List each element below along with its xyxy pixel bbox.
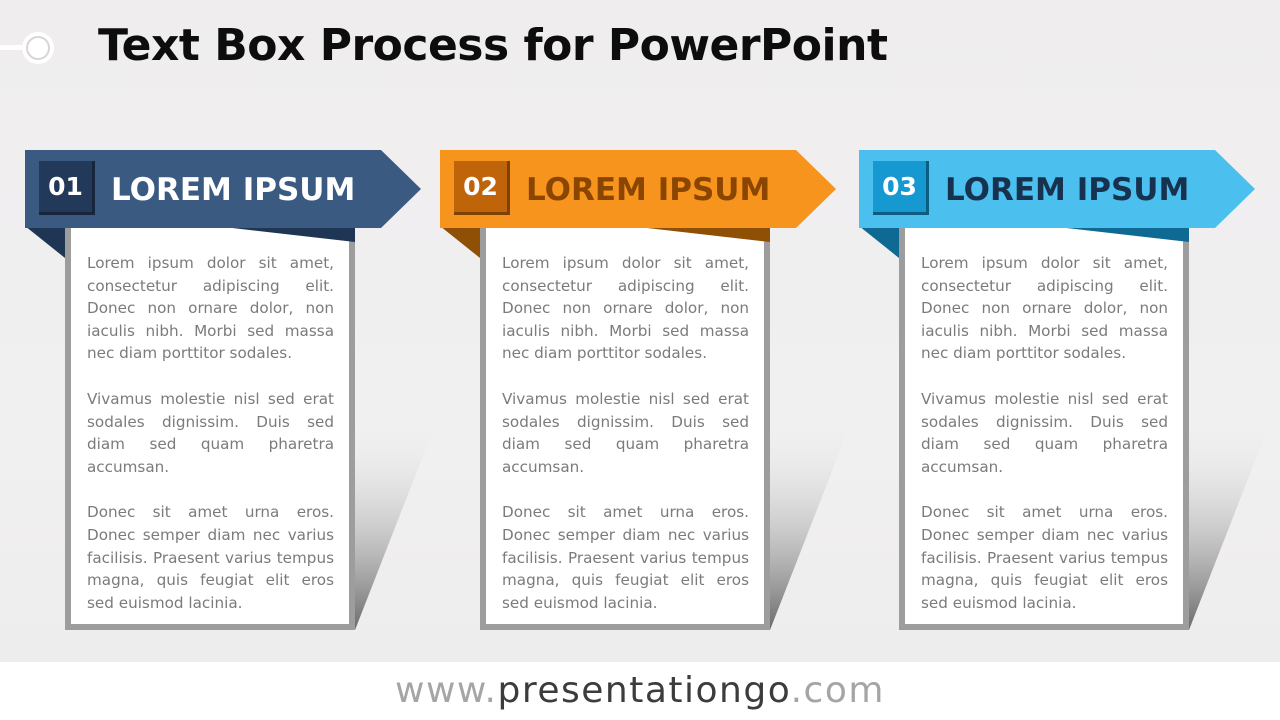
banner-fold xyxy=(25,226,355,258)
step-card-3: 03 LOREM IPSUM Lorem ipsum dolor sit ame… xyxy=(859,150,1279,640)
step-number: 01 xyxy=(39,161,95,215)
text-box xyxy=(65,220,355,630)
step-paragraph: Vivamus molestie nisl sed erat sodales d… xyxy=(87,389,334,476)
card-shadow xyxy=(355,420,437,630)
page-title: Text Box Process for PowerPoint xyxy=(98,20,888,71)
step-number: 03 xyxy=(873,161,929,215)
banner-fold xyxy=(440,226,770,258)
step-body: Lorem ipsum dolor sit amet, consectetur … xyxy=(921,252,1168,637)
step-card-1: 01 LOREM IPSUM Lorem ipsum dolor sit ame… xyxy=(25,150,445,640)
step-banner-arrow xyxy=(859,150,1255,228)
footer-url[interactable]: www.presentationgo.com xyxy=(0,662,1280,720)
step-body: Lorem ipsum dolor sit amet, consectetur … xyxy=(502,252,749,637)
step-number: 02 xyxy=(454,161,510,215)
step-paragraph: Donec sit amet urna eros. Donec semper d… xyxy=(921,503,1168,612)
slide: Text Box Process for PowerPoint 01 LOREM… xyxy=(0,20,1279,640)
card-shadow xyxy=(770,420,852,630)
title-knob-icon xyxy=(0,32,54,64)
step-card-2: 02 LOREM IPSUM Lorem ipsum dolor sit ame… xyxy=(440,150,860,640)
footer-prefix: www. xyxy=(395,670,498,711)
step-heading: LOREM IPSUM xyxy=(111,172,356,208)
footer-suffix: .com xyxy=(790,670,885,711)
footer-brand: presentationgo xyxy=(497,670,791,711)
step-paragraph: Lorem ipsum dolor sit amet, consectetur … xyxy=(502,254,749,363)
step-body: Lorem ipsum dolor sit amet, consectetur … xyxy=(87,252,334,637)
step-heading: LOREM IPSUM xyxy=(945,172,1190,208)
step-paragraph: Donec sit amet urna eros. Donec semper d… xyxy=(87,503,334,612)
text-box xyxy=(899,220,1189,630)
step-paragraph: Vivamus molestie nisl sed erat sodales d… xyxy=(502,389,749,476)
step-paragraph: Lorem ipsum dolor sit amet, consectetur … xyxy=(921,254,1168,363)
step-heading: LOREM IPSUM xyxy=(526,172,771,208)
card-shadow xyxy=(1189,420,1271,630)
step-paragraph: Donec sit amet urna eros. Donec semper d… xyxy=(502,503,749,612)
banner-fold xyxy=(859,226,1189,258)
text-box xyxy=(480,220,770,630)
step-banner-arrow xyxy=(440,150,836,228)
step-paragraph: Vivamus molestie nisl sed erat sodales d… xyxy=(921,389,1168,476)
step-paragraph: Lorem ipsum dolor sit amet, consectetur … xyxy=(87,254,334,363)
step-banner-arrow xyxy=(25,150,421,228)
